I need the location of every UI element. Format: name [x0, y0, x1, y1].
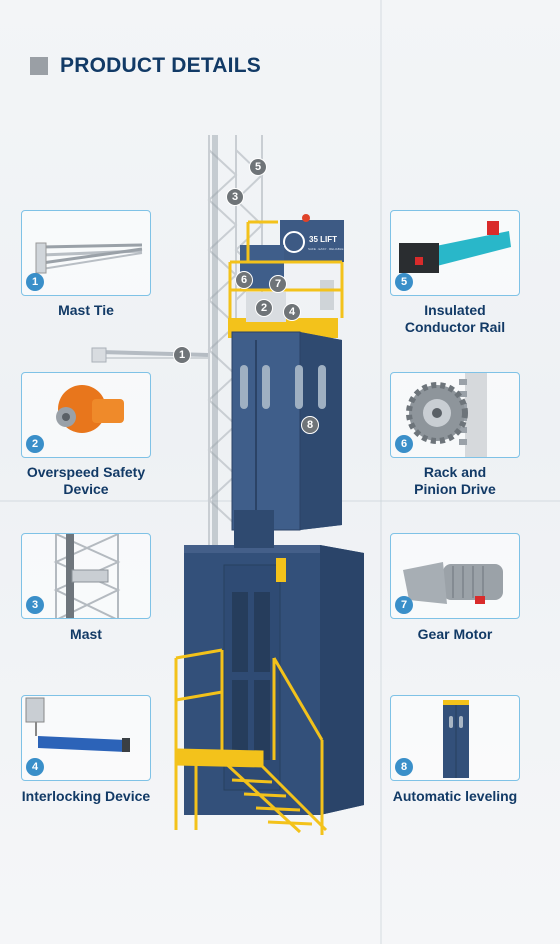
- feature-label-interlocking-device: Interlocking Device: [21, 788, 151, 804]
- feature-card-mast-tie[interactable]: 1: [21, 210, 151, 296]
- brand-tagline: SAFE · EASY · RELIABLE: [308, 247, 344, 251]
- feature-card-mast[interactable]: 3: [21, 533, 151, 619]
- callout-5: 5: [249, 158, 267, 176]
- background-line: [380, 0, 382, 944]
- overspeed-safety-device-icon: [56, 385, 124, 433]
- feature-card-automatic-leveling[interactable]: 8: [390, 695, 520, 781]
- callout-4: 4: [283, 303, 301, 321]
- mast-icon: [53, 534, 121, 618]
- feature-number-badge: 5: [395, 273, 413, 291]
- access-stairs: [174, 648, 328, 835]
- feature-number-badge: 4: [26, 758, 44, 776]
- brand-label: 35 LIFT: [309, 235, 338, 244]
- header-square-icon: [30, 57, 48, 75]
- callout-8: 8: [301, 416, 319, 434]
- feature-card-rack-pinion[interactable]: 6: [390, 372, 520, 458]
- callout-2: 2: [255, 299, 273, 317]
- feature-card-conductor-rail[interactable]: 5: [390, 210, 520, 296]
- feature-card-overspeed-safety-device[interactable]: 2: [21, 372, 151, 458]
- feature-number-badge: 6: [395, 435, 413, 453]
- callout-6: 6: [235, 271, 253, 289]
- feature-label-mast-tie: Mast Tie: [58, 302, 114, 318]
- cabin: [228, 214, 344, 548]
- callout-3: 3: [226, 188, 244, 206]
- feature-number-badge: 7: [395, 596, 413, 614]
- feature-card-interlocking-device[interactable]: 4: [21, 695, 151, 781]
- feature-number-badge: 3: [26, 596, 44, 614]
- gear-motor-icon: [403, 562, 503, 604]
- rack-pinion-icon: [406, 373, 487, 457]
- feature-label-mast: Mast: [70, 626, 102, 642]
- feature-number-badge: 2: [26, 435, 44, 453]
- feature-number-badge: 1: [26, 273, 44, 291]
- interlocking-device-icon: [25, 697, 130, 752]
- section-header: PRODUCT DETAILS: [30, 54, 261, 78]
- feature-number-badge: 8: [395, 758, 413, 776]
- feature-label-gear-motor: Gear Motor: [417, 626, 493, 642]
- page-title: PRODUCT DETAILS: [60, 54, 261, 77]
- callout-7: 7: [269, 275, 287, 293]
- feature-card-gear-motor[interactable]: 7: [390, 533, 520, 619]
- automatic-leveling-icon: [443, 700, 469, 778]
- callout-1: 1: [173, 346, 191, 364]
- mast-tie-icon: [35, 242, 143, 274]
- feature-label-automatic-leveling: Automatic leveling: [392, 788, 518, 804]
- conductor-rail-icon: [399, 221, 511, 273]
